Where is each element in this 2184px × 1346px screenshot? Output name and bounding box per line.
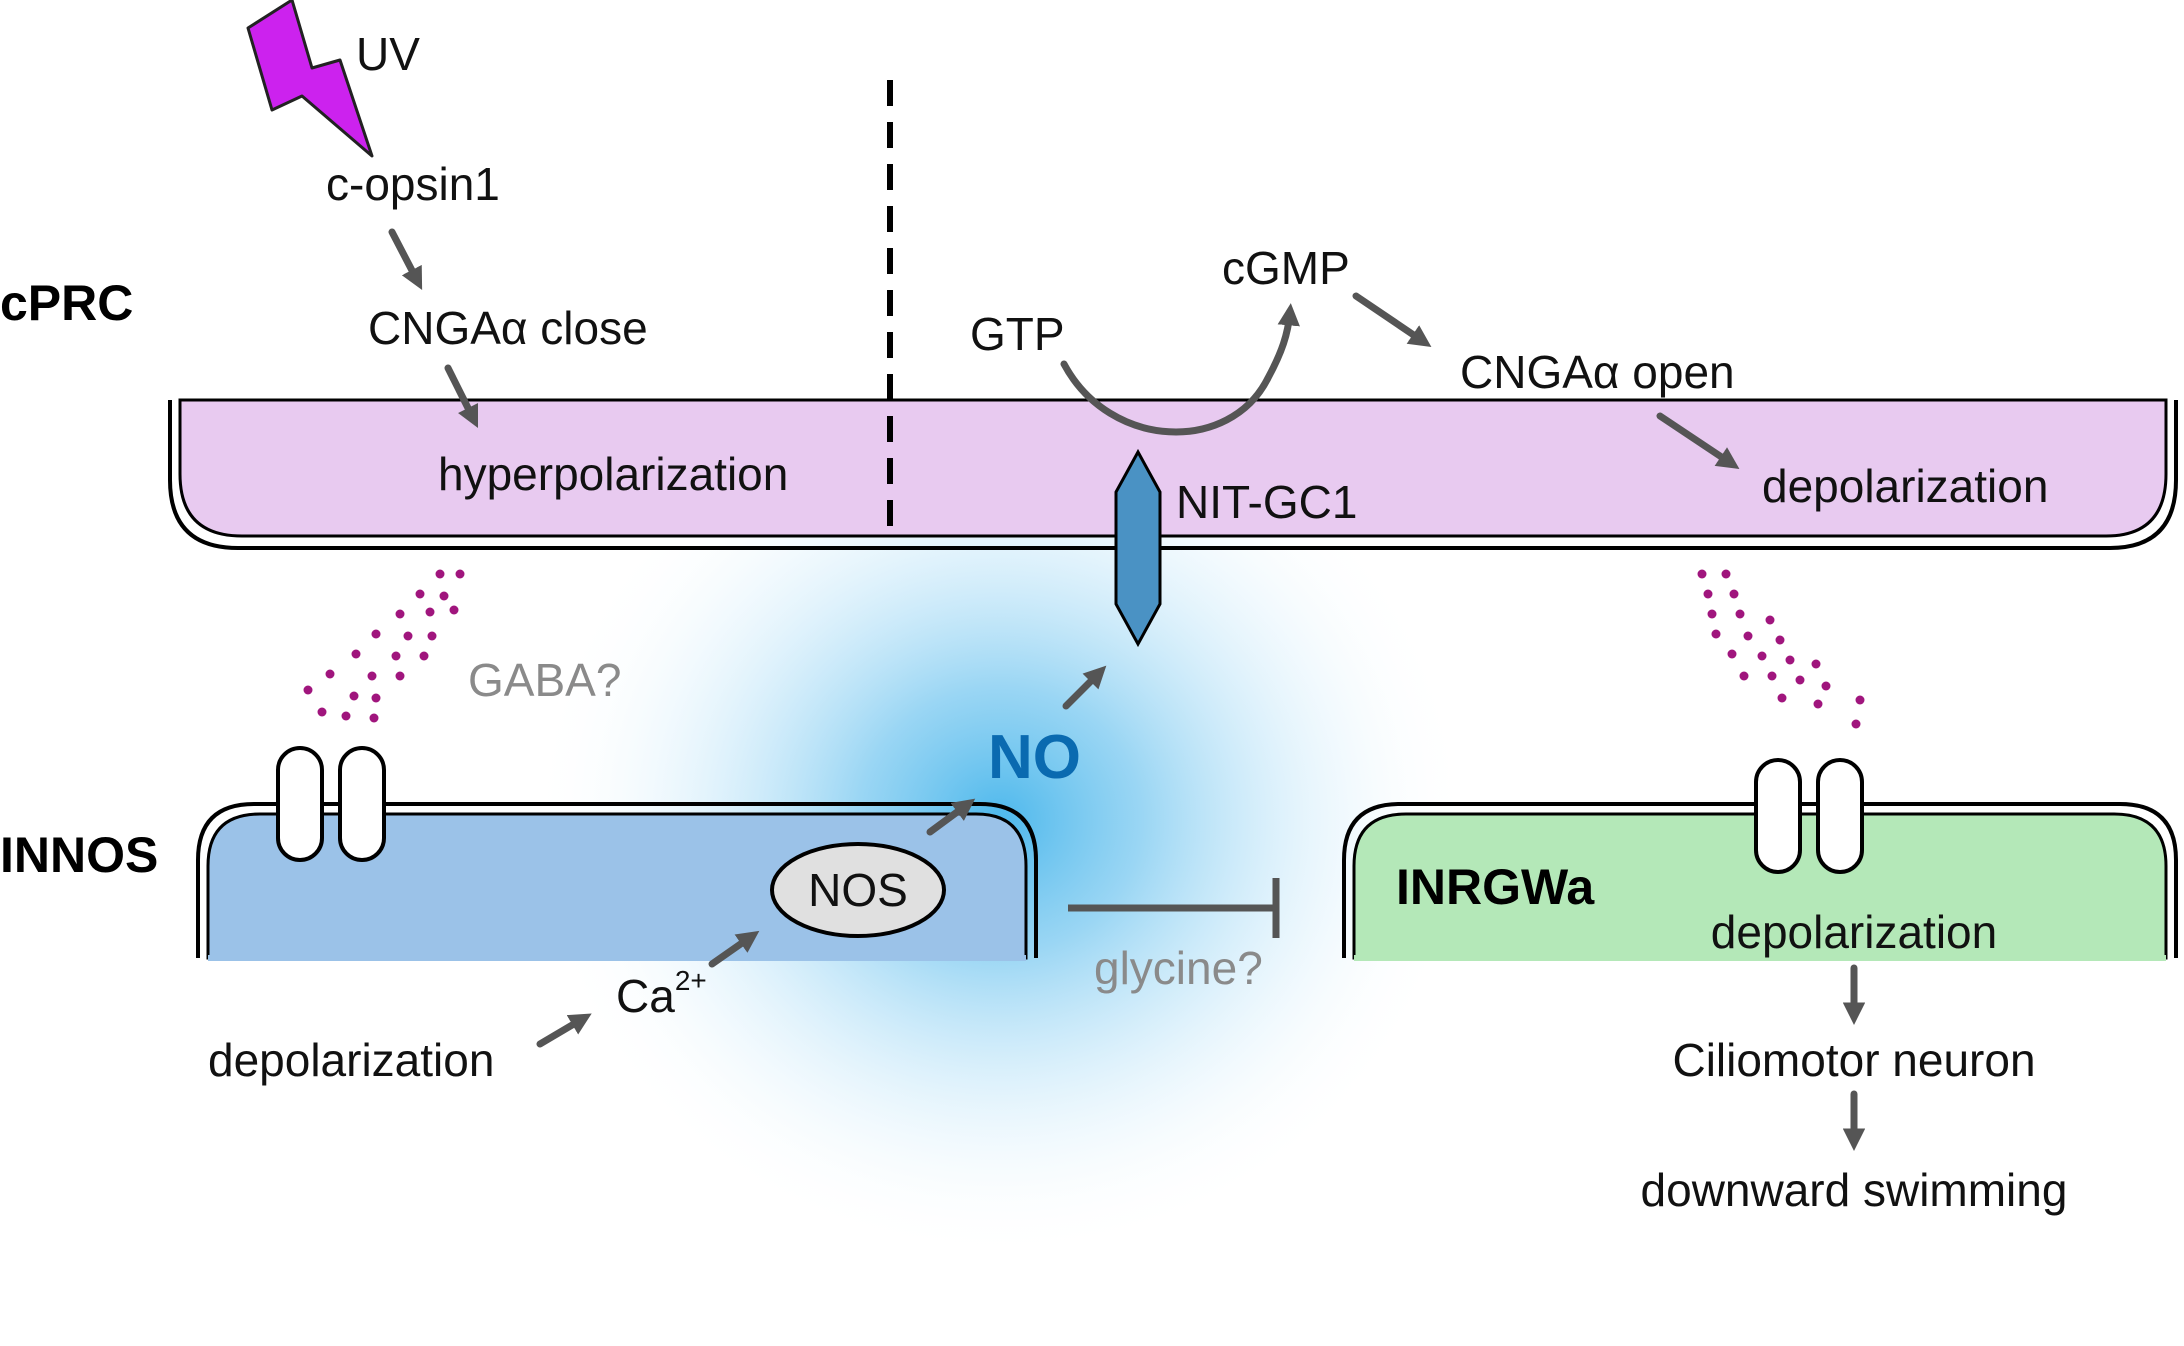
vesicle-dot [449,605,459,615]
inrgwa-label: INRGWa [1396,859,1595,915]
gtp-label: GTP [970,308,1065,360]
nos-enzyme [770,842,946,938]
vesicle-dot [367,671,377,681]
arrow-no-gc1 [1062,665,1107,710]
vesicle-dot [395,671,405,681]
vesicle-dot [419,651,429,661]
cnga-close-label: CNGAα close [368,302,648,354]
vesicle-dot [317,707,327,717]
innos-depolarization-label: depolarization [208,1034,494,1086]
calcium-charge: 2+ [675,965,707,996]
vesicle-dot [1711,629,1721,639]
arrow-cgmp-cnga-open [1352,292,1432,348]
inrgwa-receptor [1754,758,1864,874]
transmitter-vesicles [1697,569,1865,729]
uv-lightning-icon [246,0,374,158]
vesicle-dot [303,685,313,695]
vesicle-dot [1765,615,1775,625]
vesicle-dot [1795,675,1805,685]
vesicle-dot [1757,651,1767,661]
vesicle-dot [415,589,425,599]
vesicle-dot [427,631,437,641]
vesicle-dot [1777,693,1787,703]
vesicle-dot [1697,569,1707,579]
arrow-gtp-cgmp [1060,303,1300,436]
vesicle-dot [1707,609,1717,619]
nit-gc1-label: NIT-GC1 [1176,476,1357,528]
vesicle-dot [371,629,381,639]
pathway-arrows [388,228,1866,1151]
arrow-ca-nos [708,930,760,968]
vesicle-dot [1721,569,1731,579]
vesicle-dot [425,607,435,617]
vesicle-dot [1811,659,1821,669]
arrow-copsin-cnga [388,228,423,290]
copsin-label: c-opsin1 [326,158,500,210]
cprc-depolarization-label: depolarization [1762,460,2048,512]
gaba-vesicles [303,569,465,723]
hyperpolarization-label: hyperpolarization [438,448,788,500]
cprc-label: cPRC [0,275,133,331]
vesicle-dot [369,713,379,723]
vesicle-dot [1743,631,1753,641]
ciliomotor-neuron-label: Ciliomotor neuron [1672,1034,2035,1086]
vesicle-dot [1821,681,1831,691]
vesicle-dot [435,569,445,579]
vesicle-dot [1739,671,1749,681]
innos-label: INNOS [0,827,158,883]
nit-gc1-receptor [1114,448,1162,648]
vesicle-dot [1767,671,1777,681]
vesicle-dot [1703,589,1713,599]
inrgwa-depolarization-label: depolarization [1711,906,1997,958]
arrow-depolarization-ca [536,1013,592,1048]
cgmp-label: cGMP [1222,242,1350,294]
arrow-nos-no [926,798,976,836]
nos-label: NOS [808,864,908,916]
downward-swimming-label: downward swimming [1641,1164,2068,1216]
vesicle-dot [1727,649,1737,659]
vesicle-dot [1813,699,1823,709]
vesicle-dot [341,711,351,721]
arrow-cnga-open-depolarization [1656,412,1740,469]
vesicle-dot [1729,589,1739,599]
gaba-receptor [276,746,386,862]
arrow-cnga-hyperpolarization [444,364,479,429]
vesicle-dot [1775,635,1785,645]
vesicle-dot [325,669,335,679]
vesicle-dot [403,631,413,641]
vesicle-dot [371,693,381,703]
vesicle-dot [395,609,405,619]
cprc-cell [168,80,2178,550]
vesicle-dot [1855,695,1865,705]
no-label: NO [988,723,1081,792]
vesicle-dot [1851,719,1861,729]
vesicle-dot [349,691,359,701]
vesicle-dot [351,649,361,659]
calcium-symbol: Ca [616,970,675,1022]
vesicle-dot [391,651,401,661]
uv-label: UV [356,28,420,80]
calcium-label: Ca2+ [616,965,707,1022]
vesicle-dot [439,591,449,601]
cnga-open-label: CNGAα open [1460,346,1735,398]
gaba-label: GABA? [468,654,621,706]
vesicle-dot [1785,655,1795,665]
vesicle-dot [455,569,465,579]
glycine-label: glycine? [1094,942,1263,994]
vesicle-dot [1735,609,1745,619]
glycine-inhibition [1068,878,1280,938]
